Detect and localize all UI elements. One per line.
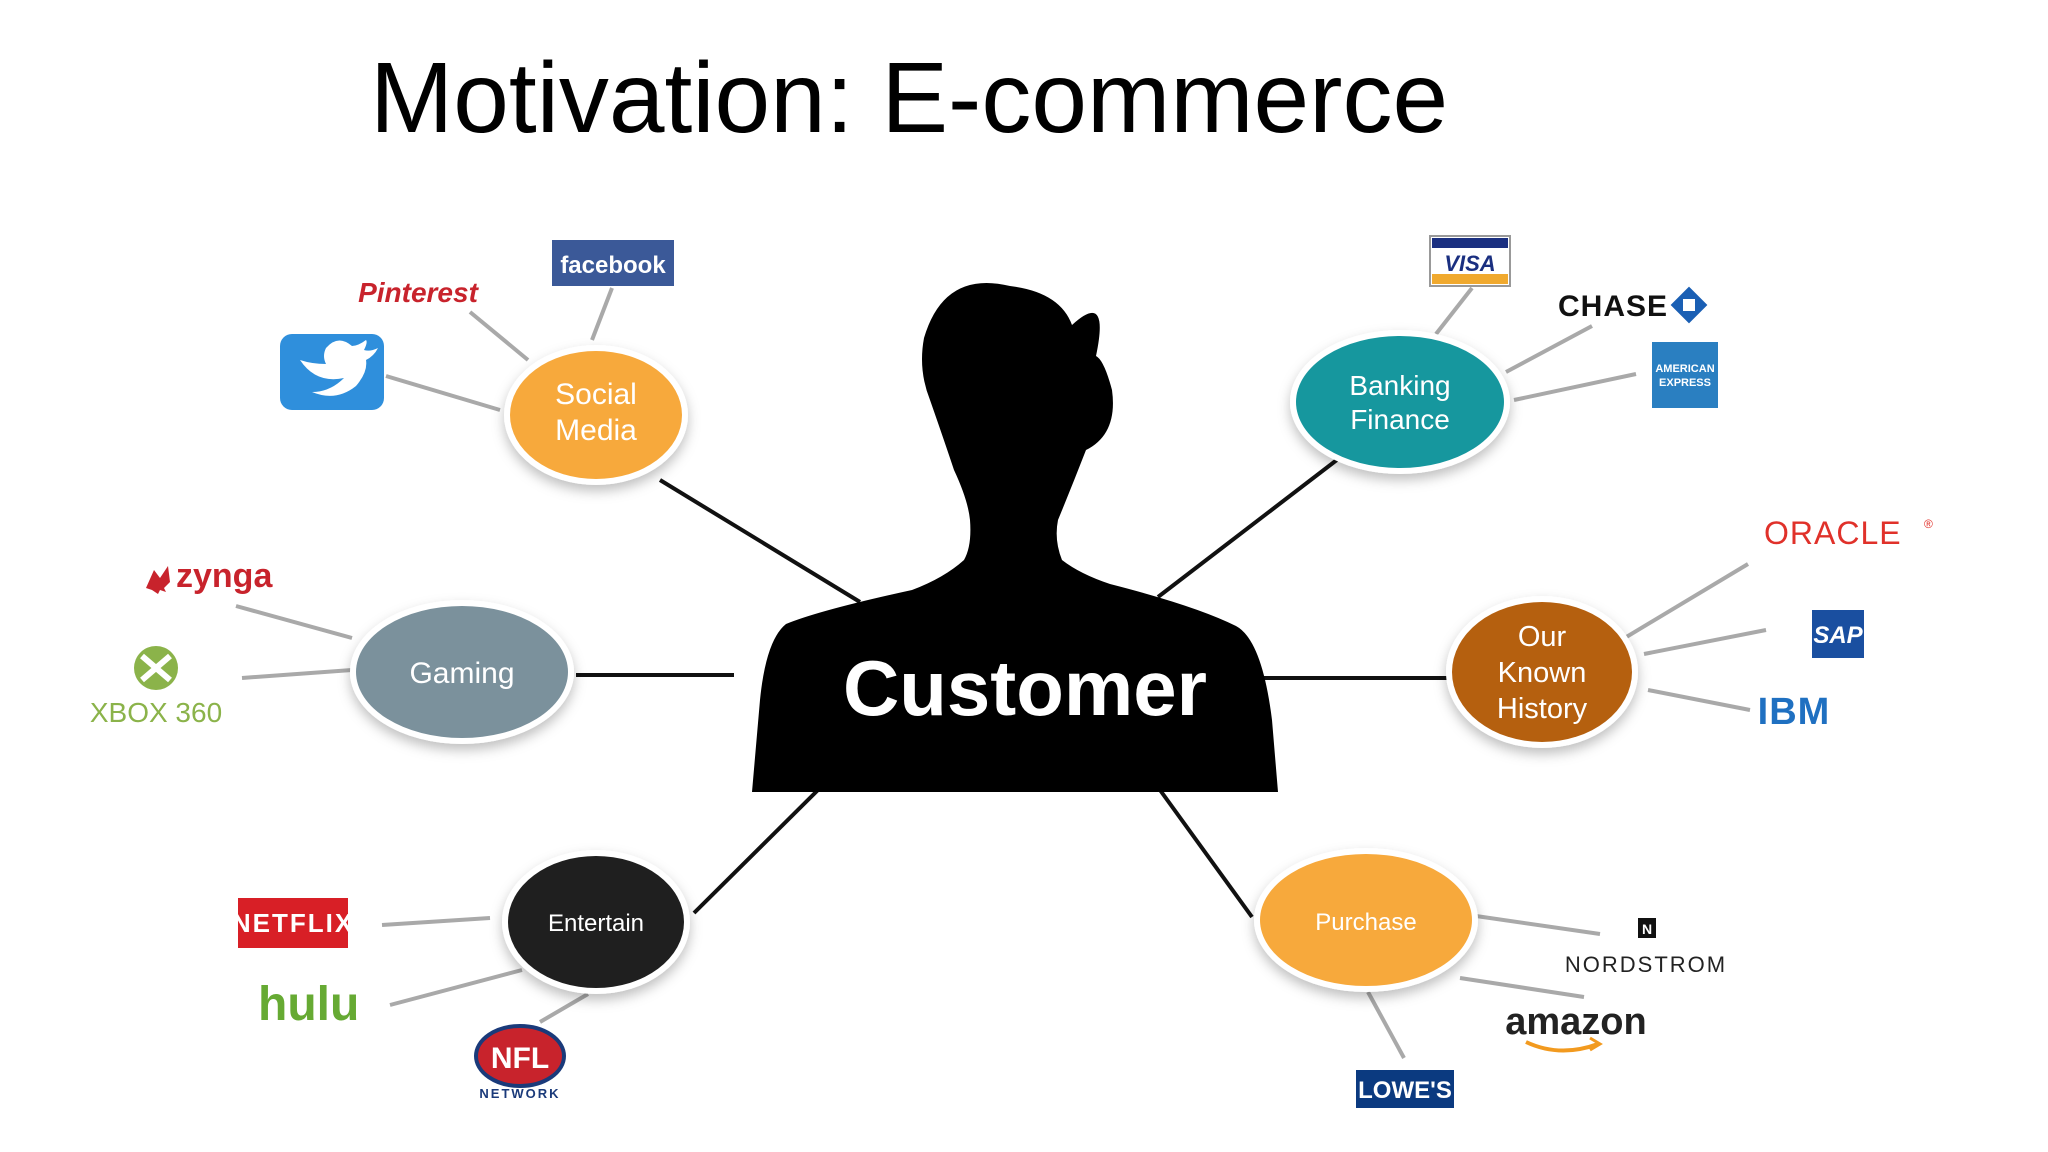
social-media-line1: Social — [555, 378, 637, 411]
ibm-logo: IBM — [1758, 691, 1831, 733]
connector-banking — [1156, 454, 1344, 599]
oracle-logo-text: ORACLE — [1764, 515, 1902, 551]
oracle-registered-mark: ® — [1924, 517, 1933, 531]
purchase-bubble — [1260, 854, 1472, 986]
known-history-line3: History — [1497, 693, 1588, 725]
category-known-history: Our Known History — [1446, 596, 1638, 748]
known-history-line1: Our — [1518, 621, 1567, 653]
pinterest-logo: Pinterest — [358, 277, 479, 308]
category-banking-finance: Banking Finance — [1290, 330, 1510, 474]
chase-logo: CHASE — [1558, 286, 1708, 324]
visa-logo-text: VISA — [1444, 251, 1495, 276]
banking-line2: Finance — [1350, 404, 1450, 435]
amex-line2: EXPRESS — [1659, 377, 1711, 389]
customer-label: Customer — [843, 644, 1207, 732]
logo-connectors — [235, 286, 1767, 1059]
entertain-label: Entertain — [548, 910, 644, 937]
netflix-logo-text: NETFLIX — [232, 908, 354, 938]
facebook-logo-text: facebook — [560, 252, 666, 279]
entertain-bubble — [508, 856, 684, 988]
customer-connectors — [576, 454, 1450, 919]
zynga-logo: zynga — [146, 557, 273, 595]
twitter-bird-icon — [300, 340, 378, 396]
amazon-logo: amazon — [1505, 1001, 1647, 1053]
known-history-line2: Known — [1498, 657, 1587, 689]
xbox-logo: XBOX 360 — [90, 646, 222, 728]
visa-logo: VISA — [1429, 235, 1511, 287]
connector-social-media — [658, 478, 862, 604]
nfl-network-logo: NFL NETWORK — [474, 1024, 566, 1101]
gaming-label: Gaming — [409, 657, 514, 690]
category-social-media: Social Media — [504, 345, 688, 485]
lowes-logo: LOWE'S — [1356, 1070, 1454, 1108]
chase-logo-text: CHASE — [1558, 290, 1668, 323]
sap-logo-text: SAP — [1813, 622, 1863, 649]
banking-line1: Banking — [1349, 370, 1450, 401]
hulu-logo: hulu — [258, 978, 359, 1031]
nordstrom-logo-text: NORDSTROM — [1565, 952, 1727, 977]
banking-bubble — [1296, 336, 1504, 468]
twitter-logo — [280, 334, 384, 410]
facebook-logo: facebook — [552, 240, 674, 286]
netflix-logo: NETFLIX — [232, 898, 354, 948]
category-entertain: Entertain — [502, 850, 690, 994]
zynga-dog-icon — [146, 566, 170, 594]
connector-purchase — [1158, 788, 1254, 919]
purchase-label: Purchase — [1315, 909, 1416, 936]
category-purchase: Purchase — [1254, 848, 1478, 992]
social-media-line2: Media — [555, 414, 637, 447]
amex-line1: AMERICAN — [1655, 363, 1714, 375]
amazon-logo-text: amazon — [1505, 1001, 1646, 1043]
sap-logo: SAP — [1812, 610, 1864, 658]
xbox-logo-text: XBOX 360 — [90, 697, 222, 728]
lowes-logo-text: LOWE'S — [1358, 1077, 1452, 1104]
social-media-bubble — [510, 351, 682, 479]
zynga-logo-text: zynga — [176, 557, 273, 595]
customer-silhouette: Customer — [752, 282, 1278, 792]
connector-entertain — [692, 786, 822, 915]
slide-title: Motivation: E-commerce — [370, 42, 1449, 154]
nordstrom-logo: N NORDSTROM — [1565, 918, 1727, 977]
amex-logo: AMERICAN EXPRESS — [1652, 342, 1718, 408]
amazon-smile-icon — [1525, 1040, 1599, 1053]
nfl-logo-text: NFL — [491, 1042, 549, 1075]
nfl-network-text: NETWORK — [479, 1086, 560, 1101]
oracle-logo: ORACLE ® — [1764, 515, 1933, 551]
category-gaming: Gaming — [350, 600, 574, 744]
gaming-bubble — [356, 606, 568, 738]
nordstrom-mark: N — [1642, 921, 1652, 937]
known-history-bubble — [1452, 602, 1632, 742]
xbox-x-icon — [140, 653, 172, 683]
